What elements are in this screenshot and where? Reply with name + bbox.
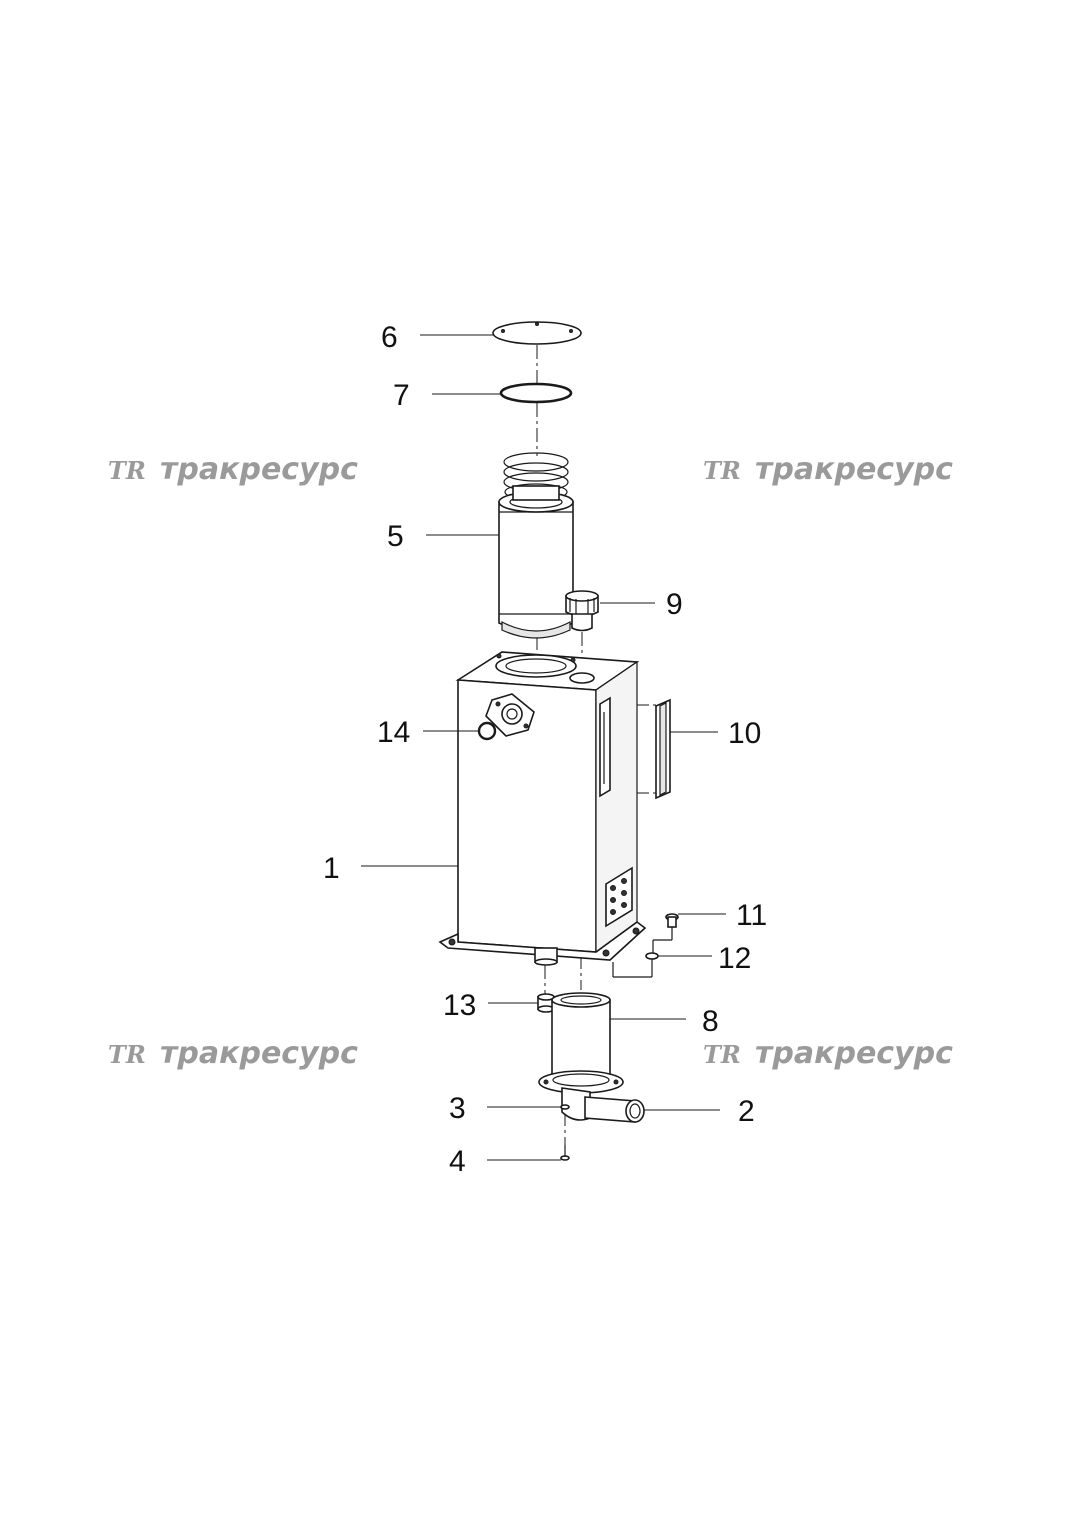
bolt-11 <box>652 913 679 953</box>
watermark-logo: TR <box>108 1040 146 1069</box>
callout-4: 4 <box>449 1145 466 1178</box>
callout-3: 3 <box>449 1092 466 1125</box>
level-gauge <box>655 698 671 800</box>
filter-element <box>498 452 574 639</box>
callout-13: 13 <box>443 989 476 1022</box>
leader-lines <box>361 334 726 1161</box>
watermark-logo: TR <box>703 456 741 485</box>
callout-2: 2 <box>738 1095 755 1128</box>
watermark-bottom-left: TR тракресурс <box>108 1036 358 1071</box>
screw-4 <box>560 1145 570 1161</box>
hydraulic-tank <box>438 651 647 966</box>
o-ring <box>499 382 573 404</box>
watermark-top-right: TR тракресурс <box>703 452 953 487</box>
callout-12: 12 <box>718 942 751 975</box>
suction-pipe <box>551 992 611 1083</box>
watermark-text: тракресурс <box>755 1036 953 1071</box>
callout-8: 8 <box>702 1005 719 1038</box>
callout-10: 10 <box>728 717 761 750</box>
plug-14 <box>477 721 497 741</box>
callout-1: 1 <box>323 852 340 885</box>
watermark-top-left: TR тракресурс <box>108 452 358 487</box>
watermark-logo: TR <box>703 1040 741 1069</box>
watermark-bottom-right: TR тракресурс <box>703 1036 953 1071</box>
callout-labels: 6 7 5 9 14 10 1 11 12 13 8 3 2 4 <box>323 321 767 1178</box>
watermark-text: тракресурс <box>160 452 358 487</box>
watermark-logo: TR <box>108 456 146 485</box>
elbow-pipe <box>538 1070 645 1123</box>
callout-9: 9 <box>666 588 683 621</box>
callout-7: 7 <box>393 379 410 412</box>
watermark-text: тракресурс <box>755 452 953 487</box>
callout-11: 11 <box>736 899 767 932</box>
callout-14: 14 <box>377 716 410 749</box>
cover-plate <box>492 321 582 345</box>
washer-12 <box>612 952 659 978</box>
callout-5: 5 <box>387 520 404 553</box>
washer-3 <box>560 1104 570 1110</box>
callout-6: 6 <box>381 321 398 354</box>
watermark-text: тракресурс <box>160 1036 358 1071</box>
filler-cap <box>565 590 599 632</box>
